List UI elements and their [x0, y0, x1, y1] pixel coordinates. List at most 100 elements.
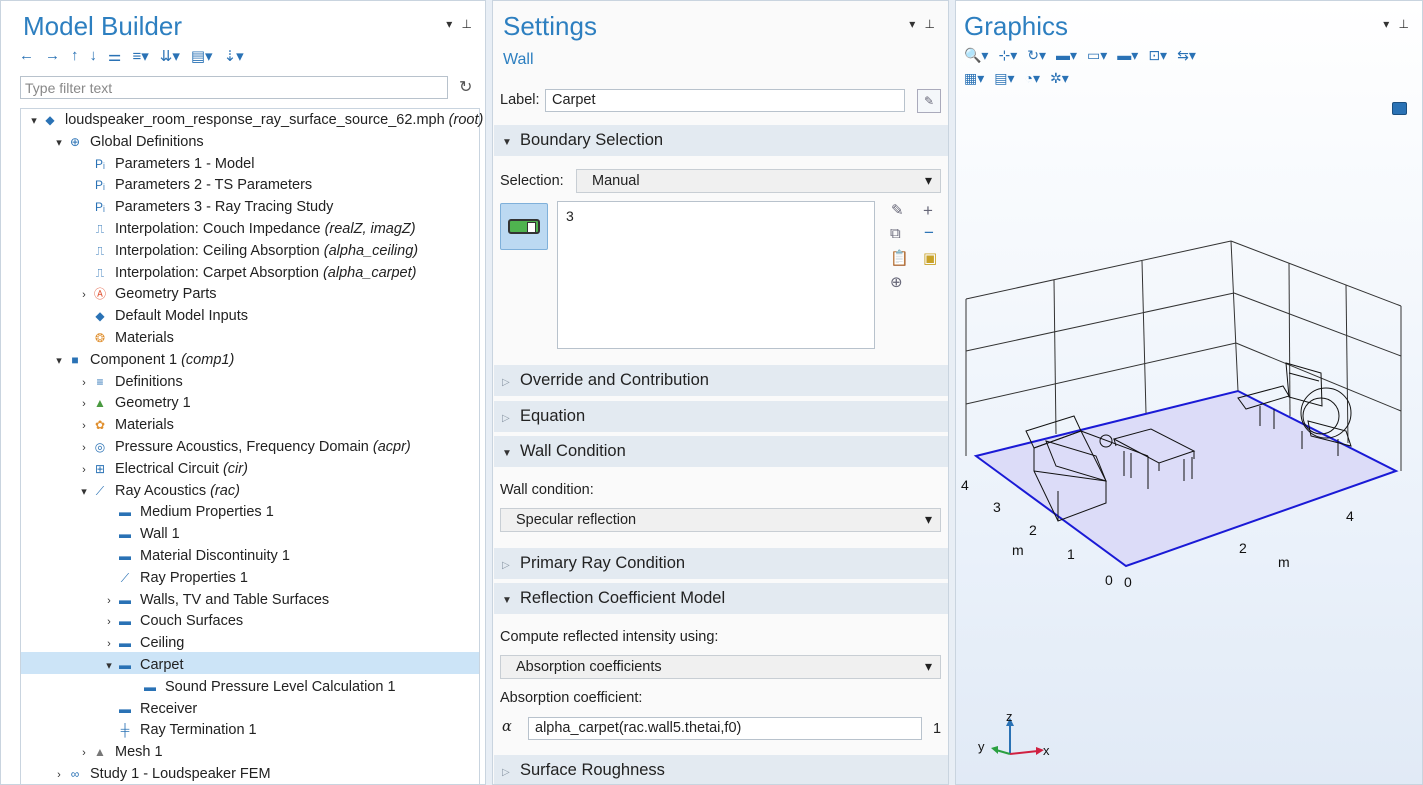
graphics-toolbar-button-2[interactable]: ↻▾: [1027, 47, 1046, 63]
selection-toggle-button[interactable]: [500, 203, 548, 250]
chevron-right-icon[interactable]: ›: [82, 289, 86, 302]
tree-node[interactable]: ⟋Ray Properties 1: [102, 567, 248, 589]
graphics-toolbar-button-5[interactable]: ▬▾: [1117, 47, 1139, 63]
tree-node[interactable]: ▾⟋Ray Acoustics (rac): [77, 480, 240, 502]
graphics-toolbar-button-2[interactable]: ◔▾: [1024, 70, 1041, 86]
graphics-toolbar-button-6[interactable]: ⊡▾: [1148, 47, 1168, 63]
tree-node[interactable]: ▾⊕Global Definitions: [52, 131, 203, 153]
section-wall-condition[interactable]: ▼Wall Condition: [494, 436, 948, 467]
selection-list[interactable]: 3: [557, 201, 875, 349]
compute-dropdown[interactable]: Absorption coefficients: [500, 655, 941, 679]
tree-node[interactable]: ›▬Couch Surfaces: [102, 610, 243, 632]
y-tick-1: 1: [1067, 546, 1075, 562]
label-edit-icon[interactable]: ✎: [917, 89, 941, 113]
chevron-right-icon[interactable]: ›: [107, 616, 111, 629]
tree-node[interactable]: ⎍Interpolation: Couch Impedance (realZ, …: [77, 218, 416, 240]
clear-selection-icon[interactable]: ▣: [923, 250, 938, 267]
zoom-selected-icon[interactable]: ⊕: [890, 274, 903, 291]
tree-node[interactable]: ⎍Interpolation: Carpet Absorption (alpha…: [77, 262, 417, 284]
tree-node[interactable]: ╪Ray Termination 1: [102, 719, 257, 741]
graphics-toolbar-button-3[interactable]: ▬▾: [1056, 47, 1078, 63]
model-builder-toolbar-button-3[interactable]: ↓: [89, 47, 98, 64]
tree-node[interactable]: ⎍Interpolation: Ceiling Absorption (alph…: [77, 240, 418, 262]
graphics-toolbar-button-7[interactable]: ⇆▾: [1177, 47, 1196, 63]
chevron-down-icon[interactable]: ▾: [106, 660, 112, 672]
graphics-toolbar-button-4[interactable]: ▭▾: [1087, 47, 1108, 63]
graphics-toolbar-button-3[interactable]: ✲▾: [1050, 70, 1069, 86]
model-builder-toolbar-button-4[interactable]: ⚌: [108, 48, 122, 65]
model-builder-toolbar-button-0[interactable]: ←: [19, 47, 34, 64]
chevron-right-icon[interactable]: ›: [107, 594, 111, 607]
graphics-canvas[interactable]: [956, 1, 1423, 785]
tree-node-tag: (rac): [210, 482, 240, 499]
section-surface-roughness[interactable]: ▷Surface Roughness: [494, 755, 948, 784]
model-builder-toolbar-button-5[interactable]: ≡▾: [132, 48, 149, 65]
chevron-right-icon[interactable]: ›: [82, 420, 86, 433]
chevron-down-icon[interactable]: ▾: [31, 115, 37, 127]
graphics-toolbar-button-1[interactable]: ▤▾: [994, 70, 1015, 86]
section-boundary-selection[interactable]: ▼Boundary Selection: [494, 125, 948, 156]
copy-icon[interactable]: ⧉: [890, 225, 901, 242]
camera-icon[interactable]: [1392, 102, 1407, 115]
graphics-toolbar-button-1[interactable]: ⊹▾: [998, 47, 1018, 63]
absorption-input[interactable]: alpha_carpet(rac.wall5.thetai,f0): [528, 717, 922, 740]
tree-node[interactable]: ◆Default Model Inputs: [77, 305, 248, 327]
tree-node[interactable]: ›◎Pressure Acoustics, Frequency Domain (…: [77, 436, 411, 458]
label-input[interactable]: Carpet: [545, 89, 905, 112]
tree-node[interactable]: ▾■Component 1 (comp1): [52, 349, 234, 371]
tree-node[interactable]: ›▲Geometry 1: [77, 392, 191, 414]
tree-filter-input[interactable]: Type filter text: [20, 76, 448, 99]
chevron-right-icon[interactable]: ›: [82, 747, 86, 760]
section-equation[interactable]: ▷Equation: [494, 401, 948, 432]
tree-node[interactable]: ▬Material Discontinuity 1: [102, 545, 290, 567]
model-builder-toolbar-button-8[interactable]: ⇣▾: [223, 48, 244, 65]
selection-dropdown[interactable]: Manual: [576, 169, 941, 193]
panel-pin-icon[interactable]: ▾ ⊥: [1383, 17, 1412, 31]
model-builder-toolbar-button-1[interactable]: →: [45, 47, 60, 64]
add-icon[interactable]: +: [923, 201, 933, 220]
tree-node[interactable]: ›▬Ceiling: [102, 632, 184, 654]
graphics-toolbar-button-0[interactable]: 🔍▾: [964, 47, 989, 63]
chevron-right-icon[interactable]: ›: [82, 442, 86, 454]
tree-node[interactable]: ▬Medium Properties 1: [102, 501, 274, 523]
chevron-right-icon[interactable]: ›: [57, 769, 61, 781]
tree-node[interactable]: ›▬Walls, TV and Table Surfaces: [102, 589, 329, 611]
chevron-down-icon[interactable]: ▾: [56, 136, 62, 149]
model-builder-toolbar-button-6[interactable]: ⇊▾: [159, 48, 180, 65]
model-builder-toolbar-button-7[interactable]: ▤▾: [190, 48, 213, 65]
chevron-right-icon[interactable]: ›: [82, 463, 86, 476]
remove-icon[interactable]: −: [924, 223, 934, 242]
chevron-right-icon[interactable]: ›: [82, 398, 86, 411]
panel-pin-icon[interactable]: ▾ ⊥: [909, 17, 938, 31]
tree-node[interactable]: ›∞Study 1 - Loudspeaker FEM: [52, 763, 270, 784]
graphics-toolbar-button-0[interactable]: ▦▾: [964, 70, 985, 86]
tree-node[interactable]: ▾▬Carpet: [102, 654, 183, 676]
section-primary-ray-condition[interactable]: ▷Primary Ray Condition: [494, 548, 948, 579]
tree-node[interactable]: ›⊞Electrical Circuit (cir): [77, 458, 248, 480]
tree-node[interactable]: ›✿Materials: [77, 414, 174, 436]
chevron-right-icon[interactable]: ›: [107, 638, 111, 651]
tree-node-label: Sound Pressure Level Calculation 1: [165, 678, 396, 695]
tree-node[interactable]: ❂Materials: [77, 327, 174, 349]
chevron-right-icon[interactable]: ›: [82, 376, 86, 389]
tree-node[interactable]: ›≡Definitions: [77, 371, 183, 393]
model-builder-toolbar-button-2[interactable]: ↑: [71, 47, 79, 64]
wall-condition-dropdown[interactable]: Specular reflection: [500, 508, 941, 532]
chevron-down-icon[interactable]: ▾: [81, 485, 87, 498]
paint-selection-icon[interactable]: ✎: [891, 202, 904, 219]
section-override-contribution[interactable]: ▷Override and Contribution: [494, 365, 948, 396]
tree-node[interactable]: ›▲Mesh 1: [77, 741, 162, 763]
chevron-down-icon[interactable]: ▾: [56, 354, 62, 367]
section-reflection-coefficient[interactable]: ▼Reflection Coefficient Model: [494, 583, 948, 614]
tree-node[interactable]: ▾◆loudspeaker_room_response_ray_surface_…: [27, 109, 483, 131]
tree-node[interactable]: ▬Sound Pressure Level Calculation 1: [127, 676, 396, 698]
refresh-icon[interactable]: ↻: [459, 79, 473, 96]
paste-icon[interactable]: 📋: [890, 250, 909, 267]
tree-node[interactable]: ▬Receiver: [102, 698, 197, 720]
panel-pin-icon[interactable]: ▾ ⊥: [446, 17, 475, 31]
tree-node[interactable]: ▬Wall 1: [102, 523, 180, 545]
